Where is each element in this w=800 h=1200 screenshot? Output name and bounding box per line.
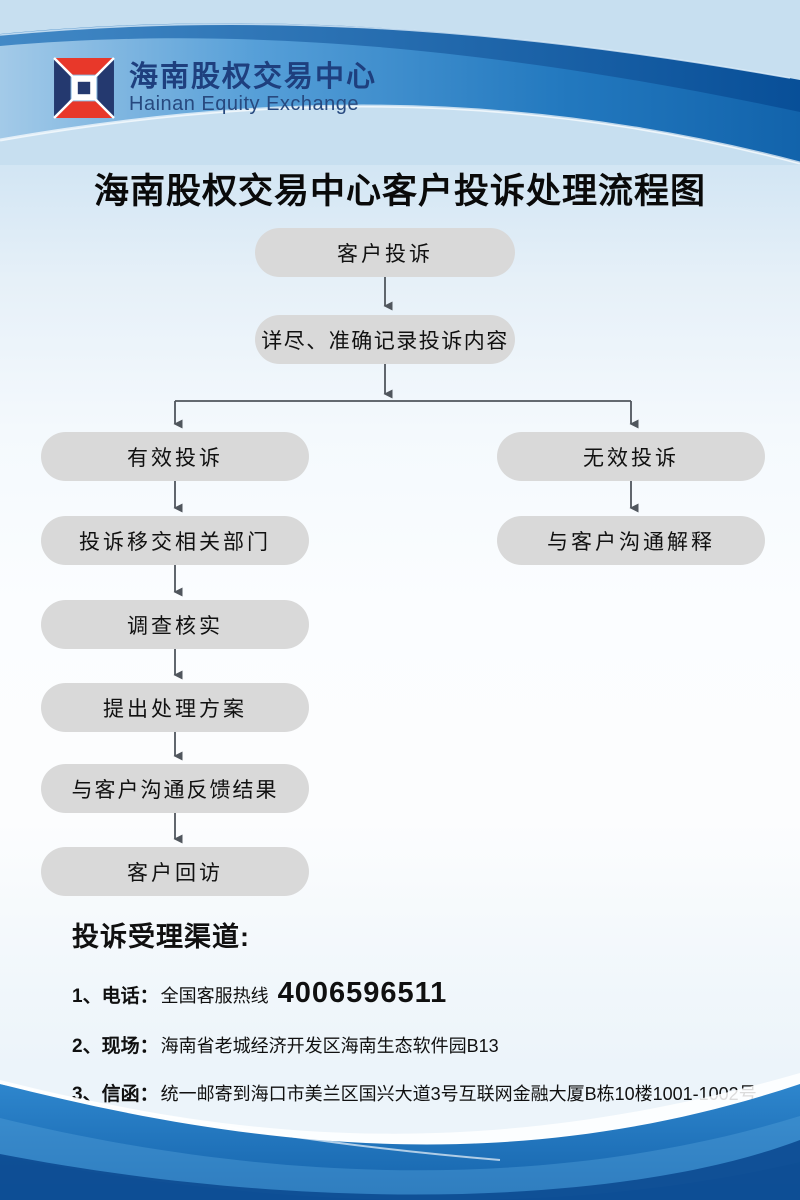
flow-node-customer-revisit: 客户回访 xyxy=(41,847,309,896)
org-name-en: Hainan Equity Exchange xyxy=(129,92,360,115)
org-logo-block: 海南股权交易中心 Hainan Equity Exchange xyxy=(53,57,377,119)
flow-node-record-content: 详尽、准确记录投诉内容 xyxy=(255,315,515,364)
flow-node-invalid-complaint: 无效投诉 xyxy=(497,432,765,481)
channel-item-phone: 1、电话： 全国客服热线 4006596511 xyxy=(72,977,752,1010)
org-name-zh: 海南股权交易中心 xyxy=(129,61,378,94)
channel-text: 海南省老城经济开发区海南生态软件园B13 xyxy=(160,1036,499,1056)
channel-label: 1、电话： xyxy=(72,986,159,1007)
flow-node-valid-complaint: 有效投诉 xyxy=(41,432,309,481)
channel-label: 3、信函： xyxy=(72,1084,159,1105)
channel-text: 全国客服热线 xyxy=(160,986,269,1006)
footer-wave xyxy=(0,1073,800,1200)
flow-node-transfer-department: 投诉移交相关部门 xyxy=(41,516,309,565)
channel-text: 统一邮寄到海口市美兰区国兴大道3号互联网金融大厦B栋10楼1001-1002号 xyxy=(160,1084,757,1104)
flow-node-communicate-feedback: 与客户沟通反馈结果 xyxy=(41,764,309,813)
channels-heading: 投诉受理渠道: xyxy=(72,922,250,952)
channel-item-site: 2、现场： 海南省老城经济开发区海南生态软件园B13 xyxy=(72,1031,752,1058)
org-names: 海南股权交易中心 Hainan Equity Exchange xyxy=(129,60,377,115)
channel-item-mail: 3、信函： 统一邮寄到海口市美兰区国兴大道3号互联网金融大厦B栋10楼1001-… xyxy=(72,1079,757,1106)
page-title: 海南股权交易中心客户投诉处理流程图 xyxy=(93,172,706,211)
channel-label: 2、现场： xyxy=(72,1036,159,1057)
flow-node-customer-complaint: 客户投诉 xyxy=(255,228,515,277)
header-wave xyxy=(0,0,800,165)
channels-section: 投诉受理渠道: 1、电话： 全国客服热线 4006596511 2、现场： 海南… xyxy=(72,915,757,1106)
flow-node-communicate-explain: 与客户沟通解释 xyxy=(497,516,765,565)
flow-node-propose-solution: 提出处理方案 xyxy=(41,683,309,732)
phone-number: 4006596511 xyxy=(277,977,448,1009)
org-logo-icon xyxy=(53,57,115,119)
flow-node-investigate-verify: 调查核实 xyxy=(41,600,309,649)
